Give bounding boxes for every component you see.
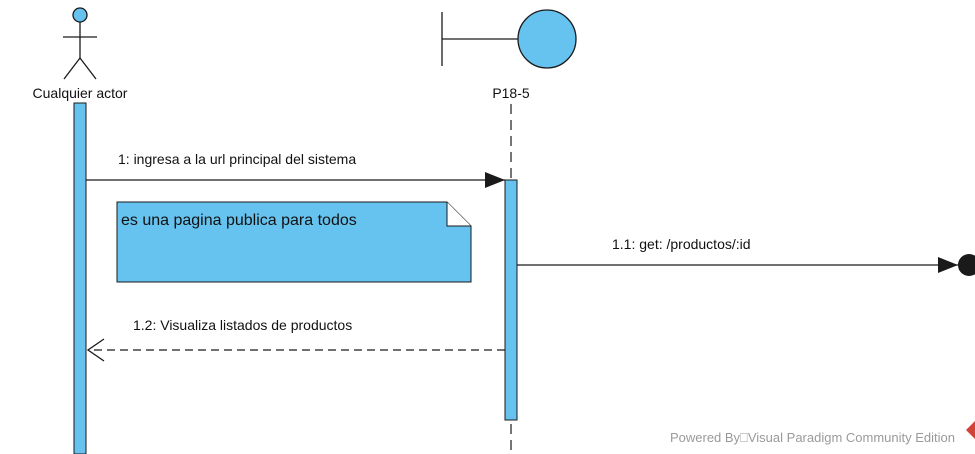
actor-name: Cualquier actor [33,85,128,101]
boundary-name: P18-5 [492,85,530,101]
message-1-1-label: 1.1: get: /productos/:id [612,236,751,252]
boundary-activation-bar [504,179,518,421]
note-text: es una pagina publica para todos [121,212,357,229]
message-1-2-arrowhead [86,338,105,362]
visual-paradigm-logo-icon [966,421,975,439]
actor-activation-bar [73,102,87,454]
boundary-icon [441,9,577,69]
watermark-text: Powered By⎕Visual Paradigm Community Edi… [670,430,955,445]
message-1-2-label: 1.2: Visualiza listados de productos [133,317,352,333]
note-fold [446,202,471,227]
note-shape [116,201,472,283]
message-1-1-endpoint [958,254,975,276]
actor-figure-icon [63,7,97,80]
message-1-label: 1: ingresa a la url principal del sistem… [118,151,356,167]
